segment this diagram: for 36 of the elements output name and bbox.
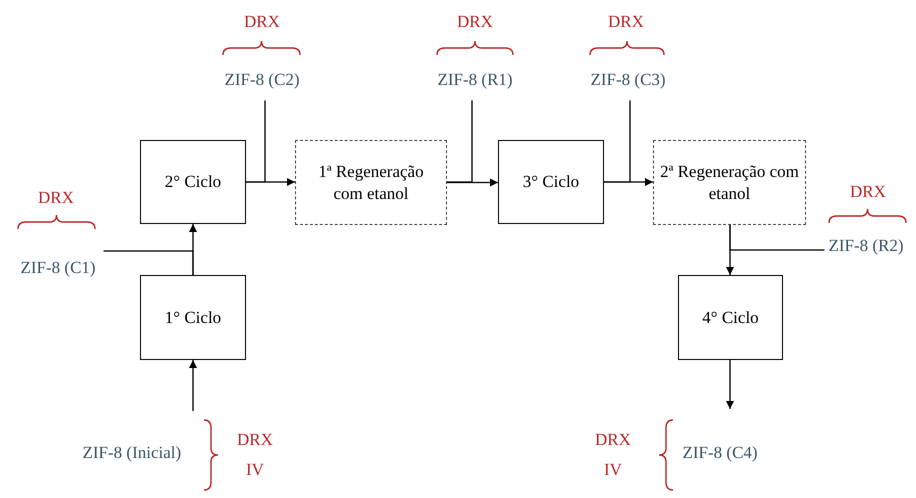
sample-label: ZIF-8 (R2) — [828, 236, 904, 256]
cycle-box — [678, 275, 783, 360]
box-label: 1ª Regeneração com etanol — [317, 161, 425, 204]
analysis-label: DRX — [237, 430, 273, 450]
analysis-label: DRX — [850, 182, 886, 202]
regeneration-box — [653, 140, 806, 225]
connector-line — [729, 225, 824, 251]
connector-line — [447, 100, 473, 183]
arrow — [447, 178, 498, 186]
cycle-box — [140, 140, 246, 224]
cycle-box — [140, 275, 246, 360]
sample-label: ZIF-8 (C2) — [224, 70, 300, 90]
regeneration-box — [295, 140, 447, 225]
connector-line — [604, 100, 631, 183]
arrow — [189, 360, 197, 411]
analysis-label: DRX — [457, 12, 493, 32]
sample-label: ZIF-8 (R1) — [438, 70, 513, 90]
box-label: 4° Ciclo — [701, 306, 760, 328]
box-label: 2ª Regeneração com etanol — [659, 161, 800, 204]
arrow — [726, 360, 734, 409]
analysis-label: DRX — [595, 430, 631, 450]
sample-label: ZIF-8 (C1) — [20, 258, 96, 278]
sample-label: ZIF-8 (C3) — [590, 70, 666, 90]
analysis-label: IV — [604, 460, 622, 480]
analysis-label: DRX — [38, 188, 74, 208]
analysis-label: IV — [246, 460, 264, 480]
sample-label: ZIF-8 (Inicial) — [82, 443, 182, 464]
connector-line — [104, 250, 194, 275]
connector-line — [246, 100, 266, 183]
box-label: 1° Ciclo — [164, 306, 222, 328]
analysis-label: DRX — [244, 12, 280, 32]
box-label: 2° Ciclo — [164, 171, 222, 193]
sample-label: ZIF-8 (C4) — [682, 443, 758, 464]
analysis-label: DRX — [608, 12, 644, 32]
cycle-box — [498, 140, 604, 224]
box-label: 3° Ciclo — [522, 171, 580, 193]
